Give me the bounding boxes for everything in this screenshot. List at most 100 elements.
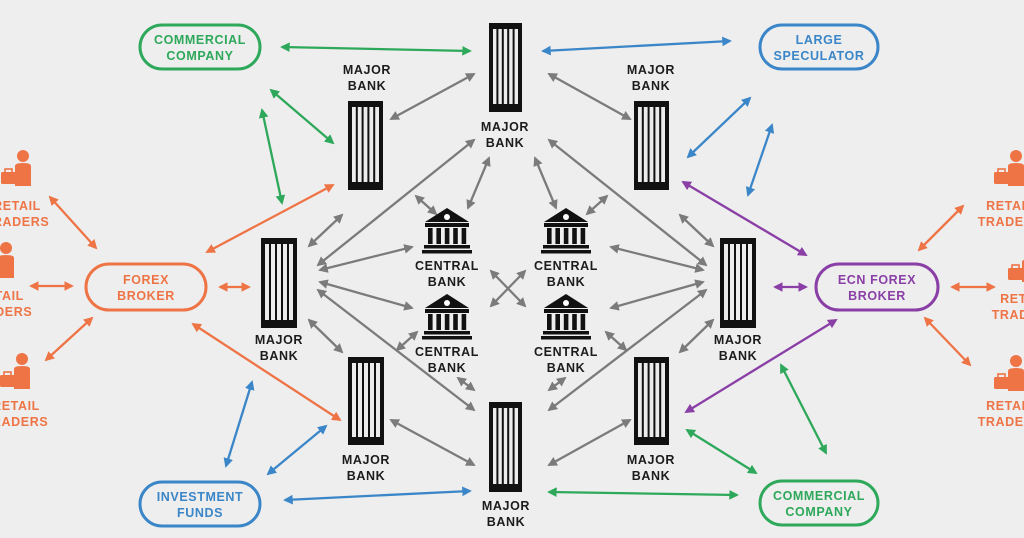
central-bank-top-left-icon-group [422,208,472,254]
major-bank-bottom-right-label-line1: MAJOR [627,453,675,467]
arrow-large-speculator-vertical [745,123,775,197]
ecn-forex-broker-outline [814,262,940,312]
arrow-bank-tr-to-ecn-broker [681,181,808,256]
arrow-investment-funds-to-bank-bl [266,424,328,476]
retail-traders-right-2-label-line1: RETAIL [1000,292,1024,306]
ecn-forex-broker-label-line1: ECN FOREX [838,273,916,287]
arrow-bank-tr-to-cb2 [585,194,609,216]
arrow-bank-top-to-cb1 [466,156,491,210]
arrow-bank-tl-to-bank-top [389,72,476,121]
ecn-forex-broker-label-line2: BROKER [848,289,906,303]
central-bank-bottom-left-icon-group [422,294,472,340]
central-bank-bottom-left-label-line1: CENTRAL [415,345,479,359]
commercial-company-top-label-line1: COMMERCIAL [154,33,246,47]
major-bank-right-label-line1: MAJOR [714,333,762,347]
commercial-company-bottom-label-line1: COMMERCIAL [773,489,865,503]
major-bank-right-tower [720,238,756,328]
arrow-commercial-company-top-to-bank-tl [269,88,335,145]
arrow-bank-right-to-cb2 [609,244,705,273]
arrow-ecn-to-retail-right-3 [923,316,972,367]
arrow-ecn-to-retail-right-1 [917,204,965,252]
forex-broker-label-line1: FOREX [123,273,169,287]
arrow-bank-bottom-to-commercial-company-bottom [547,487,739,500]
major-bank-top-label-line2: BANK [486,136,525,150]
retail-traders-left-3: RETAILTRADERS [0,353,48,429]
bank-building-icon [422,294,472,340]
arrow-investment-funds-vertical [223,380,255,468]
retail-traders-left-2-label-line2: TRADERS [0,305,32,319]
retail-traders-left-3-label-line1: RETAIL [0,399,40,413]
retail-traders-right-2: RETAIL TRADERS [992,259,1024,322]
retail-traders-right-2-label-line2: TRADERS [992,308,1024,322]
arrow-retail-left-3-to-forex-broker [44,316,94,362]
arrow-bank-tl-to-cb1 [414,194,438,216]
investment-funds-label-line2: FUNDS [177,506,223,520]
arrow-cb-cross-2 [489,269,527,308]
major-bank-left-label-line1: MAJOR [255,333,303,347]
investment-funds-label-line1: INVESTMENT [157,490,244,504]
person-with-briefcase-icon [0,353,30,389]
major-bank-top-right-label-line2: BANK [632,79,671,93]
arrow-ecn-to-commercial-company-bottom [779,363,828,455]
retail-traders-left-2: RETAILTRADERS [0,242,32,319]
person-with-briefcase-icon [994,150,1024,186]
commercial-company-bottom-label-line2: COMPANY [785,505,852,519]
retail-traders-left-1-label-line1: RETAIL [0,199,41,213]
diagram-nodes: MAJOR BANK MAJOR BANK MAJOR BANK MAJOR BANK MAJO… [0,23,1024,529]
arrow-bank-tr-to-large-speculator [686,96,752,159]
major-bank-bottom-left-tower [348,357,384,445]
major-bank-top-left-tower [348,101,383,190]
major-bank-top-left-label-line2: BANK [348,79,387,93]
bank-building-icon [541,208,591,254]
arrow-retail-left-1-to-forex-broker [48,195,98,250]
major-bank-bottom-tower [489,402,522,492]
major-bank-top-tower [489,23,522,112]
major-bank-top-right-label-line1: MAJOR [627,63,675,77]
retail-traders-right-1: RETAILTRADERS [978,150,1024,229]
arrow-bank-br-to-bank-bottom [547,418,632,467]
commercial-company-bottom: COMMERCIAL COMPANY [758,479,880,527]
major-bank-top-right-tower [634,101,669,190]
large-speculator-outline [758,23,880,71]
major-bank-right-label-line2: BANK [719,349,758,363]
person-with-briefcase-icon [1008,259,1024,282]
central-bank-bottom-left-label-line2: BANK [428,361,467,375]
arrow-bank-top-to-bank-tr [547,72,632,121]
arrow-bank-left-to-bank-bl [307,318,344,354]
major-bank-bottom-right-tower [634,357,669,445]
central-bank-top-right-label-line2: BANK [547,275,586,289]
arrow-bank-left-to-cb3 [318,279,414,311]
arrow-bank-bottom-to-cb4 [547,376,567,392]
commercial-company-top-outline [138,23,262,71]
retail-traders-left-1-label-line2: TRADERS [0,215,49,229]
central-bank-bottom-right-label-line2: BANK [547,361,586,375]
arrow-commercial-company-top-to-bank-top [280,42,472,56]
forex-broker-outline [84,262,208,312]
major-bank-bottom-left-label-line1: MAJOR [342,453,390,467]
arrow-bank-br-to-commercial-company-bottom [685,428,758,475]
retail-traders-right-3: RETAILTRADERS [978,355,1024,429]
person-with-briefcase-icon [0,242,14,278]
retail-traders-right-3-label-line1: RETAIL [986,399,1024,413]
arrow-bank-right-to-bank-tr [678,213,715,248]
arrow-forex-broker-to-bank-bl [191,322,342,422]
major-bank-top-label-line1: MAJOR [481,120,529,134]
major-bank-bottom-right-label-line2: BANK [632,469,671,483]
major-bank-left-tower [261,238,297,328]
bank-building-icon [541,294,591,340]
central-bank-top-right-icon-group [541,208,591,254]
person-with-briefcase-icon [1,150,31,186]
commercial-company-top-label-line2: COMPANY [166,49,233,63]
arrow-bank-bottom-to-cb3 [456,376,476,392]
central-bank-top-left-label-line1: CENTRAL [415,259,479,273]
arrow-bank-left-to-bank-tl [307,213,344,248]
arrow-bank-right-to-cb4 [609,279,705,311]
arrow-bank-top-to-cb2 [533,156,558,210]
central-bank-top-right-label-line1: CENTRAL [534,259,598,273]
central-bank-bottom-right-label-line1: CENTRAL [534,345,598,359]
retail-traders-right-1-label-line1: RETAIL [986,199,1024,213]
arrow-bank-right-to-bank-bl [678,318,715,354]
